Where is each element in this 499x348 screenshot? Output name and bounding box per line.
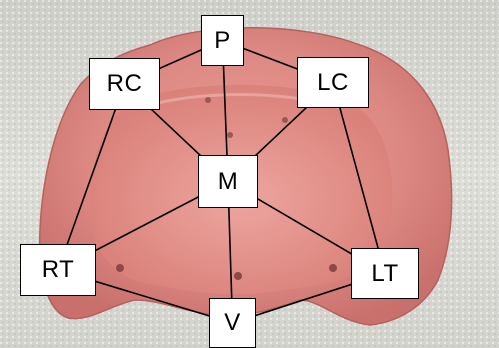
hole — [282, 117, 288, 123]
node-p: P — [201, 15, 244, 66]
hole — [234, 272, 242, 280]
hole — [227, 132, 233, 138]
node-rc: RC — [89, 58, 160, 110]
node-lc: LC — [297, 57, 369, 108]
node-label: M — [218, 168, 239, 196]
node-label: LC — [317, 69, 349, 97]
node-label: P — [214, 27, 231, 55]
node-rt: RT — [20, 244, 96, 296]
node-label: LT — [371, 260, 398, 288]
hole — [205, 97, 211, 103]
hole — [116, 264, 124, 272]
node-label: V — [224, 309, 241, 337]
node-label: RT — [42, 256, 75, 284]
hole — [329, 264, 337, 272]
node-m: M — [198, 155, 258, 208]
node-v: V — [209, 298, 256, 348]
node-label: RC — [107, 70, 143, 98]
node-lt: LT — [351, 248, 419, 299]
